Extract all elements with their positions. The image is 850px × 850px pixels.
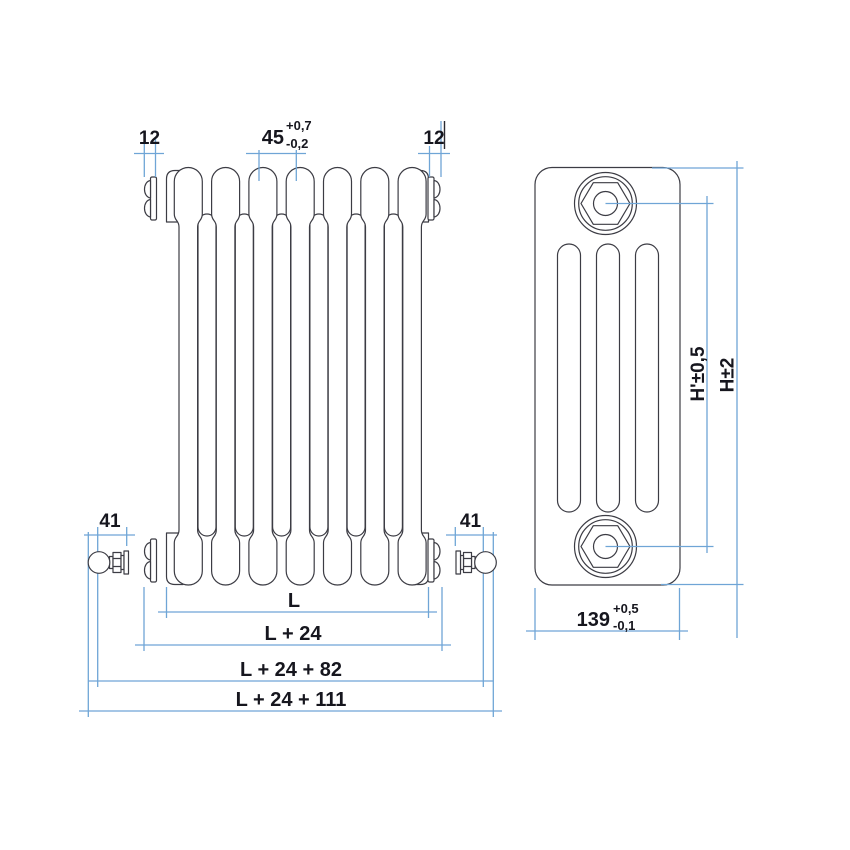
front-tube: [397, 166, 427, 586]
dimension-labels: 12 12 45 +0,7 -0,2 41 41 L L + 24 L + 24…: [99, 118, 738, 711]
dim-depth-label: 139: [577, 609, 610, 631]
valve-nut: [462, 551, 473, 574]
dim-length-label: L: [288, 590, 300, 612]
rear-tube: [383, 213, 403, 537]
side-view: [534, 166, 681, 586]
wall-tab-bump: [433, 541, 441, 561]
dim-pitch-tol-minus: -0,2: [286, 136, 308, 151]
wall-tab-bump: [143, 198, 152, 218]
side-column-slots: [556, 243, 660, 513]
dim-pitch-tol-plus: +0,7: [286, 118, 312, 133]
dim-depth-tol-plus: +0,5: [613, 601, 639, 616]
dim-height-centers-label: H'±0,5: [688, 346, 709, 402]
front-tube: [322, 166, 353, 586]
dimension-lines: [79, 121, 744, 712]
valve-ball: [87, 551, 111, 574]
dim-tab-left-label: 12: [139, 128, 160, 149]
front-tube: [248, 166, 278, 586]
right-tabs-and-valve: [427, 176, 497, 583]
front-tube: [360, 166, 390, 586]
rear-tube: [197, 213, 217, 537]
side-body: [534, 166, 681, 586]
valve-flange: [455, 550, 462, 575]
rear-tube: [346, 213, 366, 537]
front-tube: [173, 166, 203, 586]
wall-tab-plate: [149, 538, 158, 583]
dim-pitch-label: 45: [262, 127, 284, 149]
rear-tube: [272, 213, 292, 537]
rear-tube: [309, 213, 329, 537]
left-tabs-and-valve: [87, 176, 158, 583]
dim-depth-tol-minus: -0,1: [613, 618, 635, 633]
column-slot: [595, 243, 621, 513]
dim-length-tabs-label: L + 24: [265, 623, 323, 645]
front-tube: [211, 166, 241, 586]
valve-ball: [474, 551, 497, 574]
wall-tab-bump: [433, 179, 441, 199]
front-tube: [285, 166, 315, 586]
front-tubes: [173, 166, 427, 586]
dim-height-overall-label: H±2: [718, 358, 739, 393]
dim-valve-left-label: 41: [99, 511, 121, 532]
wall-tab-bump: [143, 179, 152, 199]
wall-tab-plate: [427, 176, 435, 221]
column-slot: [556, 243, 582, 513]
dim-valve-right-label: 41: [460, 511, 482, 532]
rear-tube: [234, 213, 254, 537]
wall-tab-plate: [149, 176, 158, 221]
dim-length-valves-label: L + 24 + 82: [240, 659, 342, 681]
wall-tab-bump: [433, 560, 441, 580]
column-slot: [634, 243, 660, 513]
dim-length-overall-label: L + 24 + 111: [236, 689, 347, 711]
front-view: [87, 166, 497, 586]
wall-tab-bump: [143, 560, 152, 580]
wall-tab-bump: [433, 198, 441, 218]
wall-tab-bump: [143, 541, 152, 561]
valve-flange: [123, 550, 130, 575]
wall-tab-plate: [427, 538, 435, 583]
valve-nut: [112, 551, 122, 574]
dim-tab-right-label: 12: [423, 128, 444, 149]
